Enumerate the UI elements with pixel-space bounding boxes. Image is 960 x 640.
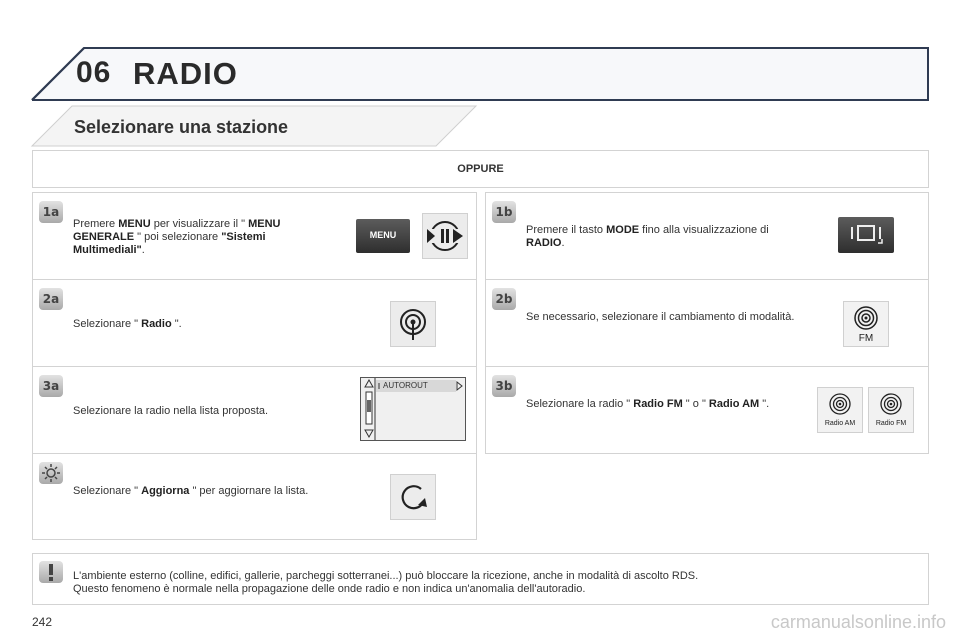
chapter-title: RADIO [133, 56, 238, 91]
settings-badge-icon [39, 462, 63, 484]
watermark: carmanualsonline.info [770, 612, 946, 632]
warning-line-2: Questo fenomeno è normale nella propagaz… [73, 583, 586, 595]
step-text: Se necessario, selezionare il cambiament… [526, 311, 795, 323]
section-title: Selezionare una stazione [74, 117, 289, 137]
left-steps-panel: 1a Premere MENU per visualizzare il " ME… [32, 192, 477, 540]
page-number: 242 [32, 615, 53, 629]
section-header-frame [30, 105, 478, 147]
warning-note: L'ambiente esterno (colline, edifici, ga… [32, 553, 929, 605]
step-1b: 1b Premere il tasto MODE fino alla visua… [486, 193, 928, 280]
warning-badge-icon [39, 561, 63, 583]
warning-text: L'ambiente esterno (colline, edifici, ga… [73, 570, 698, 596]
menu-button-label: MENU [369, 230, 397, 240]
step-text: Selezionare " Aggiorna " per aggiornare … [73, 485, 309, 497]
step-badge: 1a [39, 201, 63, 223]
radio-fm-icon: Radio FM [868, 387, 914, 433]
step-text: Selezionare la radio " Radio FM " o " Ra… [526, 398, 770, 410]
step-text: Selezionare " Radio ". [73, 318, 182, 330]
station-list-screen-icon: AUTOROUT [360, 377, 466, 441]
radio-am-label: Radio AM [824, 420, 856, 427]
step-1a: 1a Premere MENU per visualizzare il " ME… [33, 193, 476, 280]
autorout-label: AUTOROUT [383, 381, 428, 390]
warning-line-1: L'ambiente esterno (colline, edifici, ga… [73, 570, 699, 582]
step-2b: 2b Se necessario, selezionare il cambiam… [486, 280, 928, 367]
step-badge: 3b [492, 375, 516, 397]
multimedia-play-pause-icon [422, 213, 468, 259]
right-steps-panel: 1b Premere il tasto MODE fino alla visua… [485, 192, 929, 454]
radio-am-icon: Radio AM [817, 387, 863, 433]
mode-button-icon [838, 217, 894, 253]
oppure-label: OPPURE [457, 163, 504, 175]
oppure-box: OPPURE [32, 150, 929, 188]
fm-mode-icon: FM [843, 301, 889, 347]
step-2a: 2a Selezionare " Radio ". [33, 280, 476, 367]
radio-icon [390, 301, 436, 347]
menu-button-icon: MENU [356, 219, 410, 253]
step-3a: 3a Selezionare la radio nella lista prop… [33, 367, 476, 454]
step-3b: 3b Selezionare la radio " Radio FM " o "… [486, 367, 928, 455]
step-badge: 2b [492, 288, 516, 310]
step-badge: 3a [39, 375, 63, 397]
step-text: Selezionare la radio nella lista propost… [73, 405, 269, 417]
chapter-number: 06 [76, 56, 112, 89]
chapter-header-frame [31, 47, 929, 101]
step-text: Premere MENU per visualizzare il " MENU … [73, 218, 281, 256]
step-refresh: Selezionare " Aggiorna " per aggiornare … [33, 454, 476, 541]
step-badge: 1b [492, 201, 516, 223]
refresh-icon [390, 474, 436, 520]
step-badge: 2a [39, 288, 63, 310]
fm-label: FM [858, 333, 874, 344]
step-text: Premere il tasto MODE fino alla visualiz… [526, 224, 769, 249]
radio-fm-label: Radio FM [875, 420, 907, 427]
